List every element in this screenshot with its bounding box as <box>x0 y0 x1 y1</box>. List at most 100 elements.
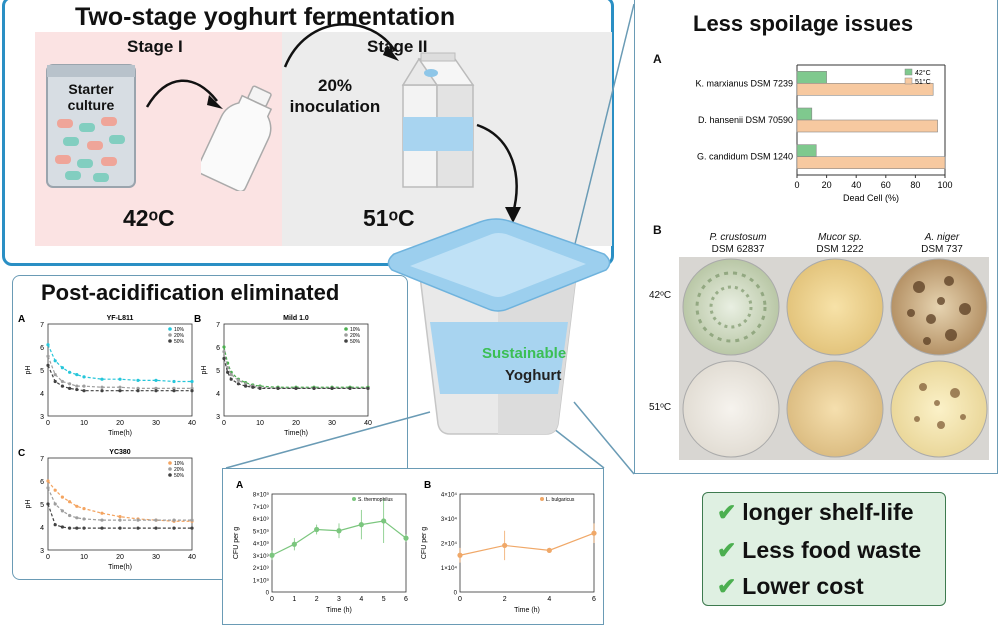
data-point <box>68 526 72 530</box>
benefit-item-2: ✔Less food waste <box>717 537 921 564</box>
legend-label: S. thermophilus <box>358 497 393 503</box>
data-point <box>226 370 230 374</box>
data-point <box>358 522 364 528</box>
data-point <box>190 526 194 530</box>
yoghurt-line2: Yoghurt <box>505 367 562 384</box>
y-tick-label: 4 <box>40 391 44 398</box>
row-label-42: 42ᵒC <box>649 290 672 301</box>
data-point <box>82 375 86 379</box>
x-tick-label: 3 <box>337 596 341 603</box>
chart-title: YF-L811 <box>107 315 134 322</box>
y-tick-label: 1×10⁴ <box>441 565 458 572</box>
data-point <box>403 535 409 541</box>
category-label: D. hansenii DSM 70590 <box>698 115 793 125</box>
data-point <box>60 525 64 529</box>
check-icon: ✔ <box>717 499 737 525</box>
legend-marker <box>540 497 544 501</box>
data-point <box>154 518 158 522</box>
x-tick-label: 0 <box>46 420 50 427</box>
legend-label: L. bulgaricus <box>546 497 575 503</box>
data-point <box>190 389 194 393</box>
legend-marker <box>352 497 356 501</box>
data-point <box>294 386 298 390</box>
x-tick-label: 40 <box>188 420 196 427</box>
stage2-label: Stage II <box>367 37 428 56</box>
data-point <box>46 354 50 358</box>
legend-marker <box>168 461 172 465</box>
plate-header-3-strain: DSM 737 <box>921 244 963 255</box>
legend-marker <box>168 467 172 471</box>
data-point <box>46 479 50 483</box>
data-point <box>591 530 597 536</box>
y-tick-label: 1×10⁹ <box>253 577 270 584</box>
data-point <box>172 518 176 522</box>
y-axis-title: pH <box>25 366 32 375</box>
x-tick-label: 20 <box>292 420 300 427</box>
data-point <box>75 384 79 388</box>
data-point <box>75 373 79 377</box>
series-line <box>47 344 192 383</box>
data-point <box>53 373 57 377</box>
data-point <box>312 386 316 390</box>
data-point <box>229 377 233 381</box>
data-point <box>100 526 104 530</box>
panel-letter: C <box>18 448 25 459</box>
data-point <box>136 386 140 390</box>
y-axis-title: CFU per g <box>233 527 240 559</box>
y-tick-label: 0 <box>454 591 458 597</box>
legend-label: 50% <box>350 339 361 345</box>
y-tick-label: 6 <box>216 345 220 352</box>
data-point <box>118 389 122 393</box>
data-point <box>222 345 226 349</box>
benefit-label-1: longer shelf-life <box>742 499 914 525</box>
y-axis-title: CFU per g <box>421 527 428 559</box>
data-point <box>136 526 140 530</box>
data-point <box>457 552 463 558</box>
x-tick-label: 10 <box>80 420 88 427</box>
series-line <box>47 503 192 529</box>
panel-b-label: B <box>653 223 662 237</box>
data-point <box>68 382 72 386</box>
data-point <box>222 350 226 354</box>
row-label-51: 51ᵒC <box>649 402 672 413</box>
data-point <box>53 379 57 384</box>
legend-marker <box>168 327 172 331</box>
data-point <box>75 387 79 392</box>
y-tick-label: 3×10⁹ <box>253 553 270 560</box>
data-point <box>190 386 194 390</box>
x-tick-label: 2 <box>503 596 507 603</box>
legend-label: 51°C <box>915 78 931 86</box>
panel-letter: A <box>236 480 243 491</box>
x-axis-title: Time (h) <box>326 607 352 614</box>
spoilage-panel: Less spoilage issues A K. marxianus DSM … <box>634 0 998 474</box>
y-tick-label: 7 <box>40 322 44 329</box>
x-tick-label: 0 <box>458 596 462 603</box>
legend-label: 42°C <box>915 69 931 77</box>
benefit-item-1: ✔longer shelf-life <box>717 499 914 526</box>
data-point <box>46 502 50 506</box>
x-tick-label: 2 <box>315 596 319 603</box>
arrow-to-yoghurt-icon <box>476 123 521 223</box>
x-tick-label: 60 <box>881 180 891 190</box>
temp-stage2: 51ᵒC <box>363 205 415 231</box>
legend-label: 20% <box>350 333 361 339</box>
data-point <box>136 389 140 393</box>
data-point <box>53 488 57 492</box>
y-tick-label: 6×10⁹ <box>253 516 270 523</box>
data-point <box>172 389 176 393</box>
data-point <box>82 384 86 388</box>
x-tick-label: 1 <box>292 596 296 603</box>
y-tick-label: 4 <box>40 525 44 532</box>
y-tick-label: 7 <box>40 456 44 463</box>
chart-title: YC380 <box>109 449 131 456</box>
data-point <box>100 389 104 393</box>
y-tick-label: 8×10⁹ <box>253 492 270 499</box>
legend-label: 50% <box>174 473 185 479</box>
y-tick-label: 7×10⁹ <box>253 504 270 511</box>
plate-header-3-name: A. niger <box>924 232 960 243</box>
series-line <box>459 532 595 556</box>
